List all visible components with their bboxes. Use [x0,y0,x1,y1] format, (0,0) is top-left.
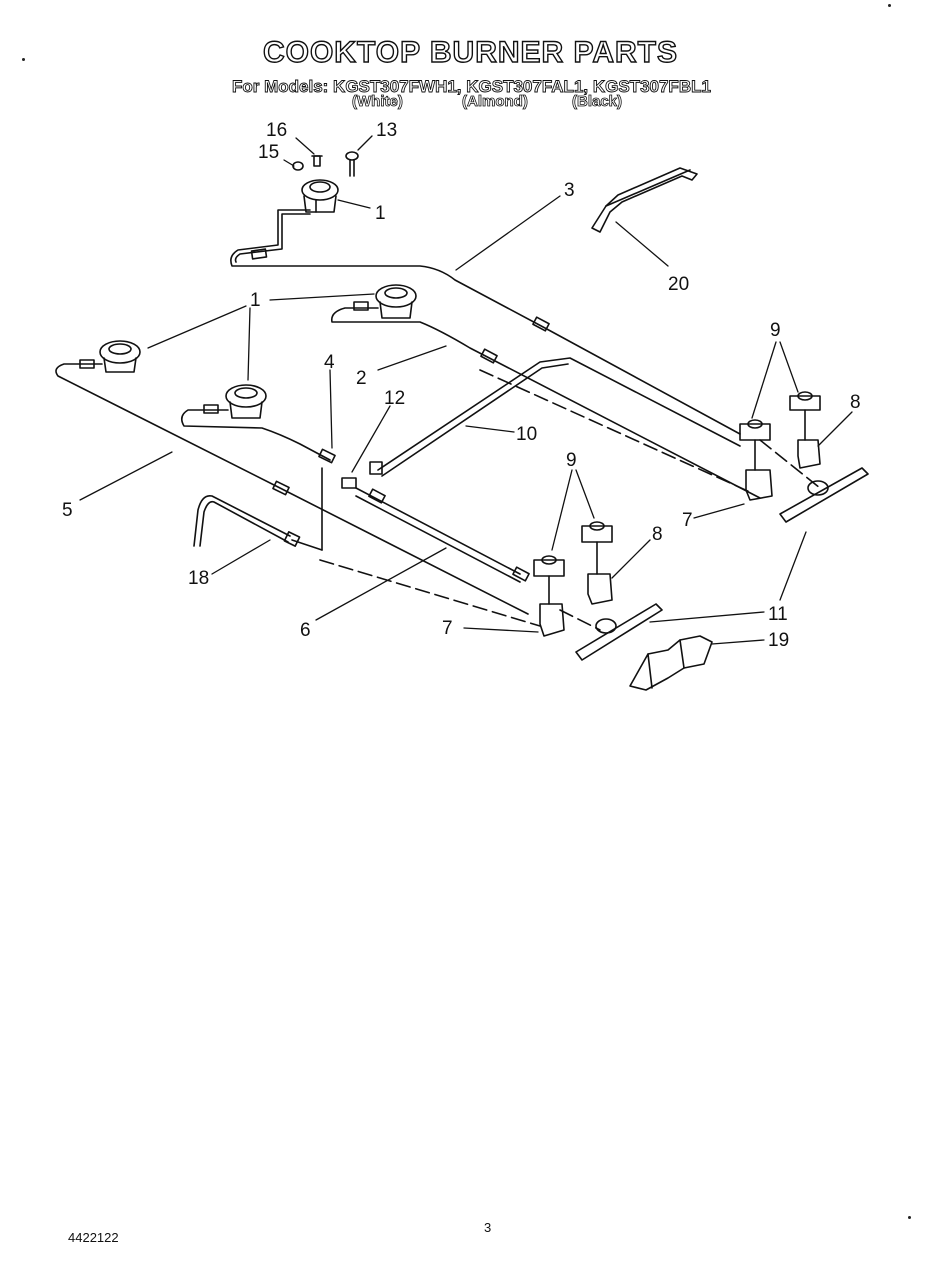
callout-3: 3 [564,180,575,201]
callout-11: 11 [768,604,788,625]
callout-12: 12 [384,388,405,409]
color-black: (Black) [572,93,623,111]
valve-right-front [789,391,821,469]
callout-15: 15 [258,142,279,163]
scan-speck [22,58,25,61]
valve-mid-rear [533,555,565,637]
gas-tube-2 [330,301,761,499]
valve-mid-front [581,521,613,605]
callout-1-cluster: 1 [250,290,261,311]
header: COOKTOP BURNER PARTS For Models: KGST307… [0,0,941,120]
gas-tube-4 [180,404,336,464]
knob-strip-mid [575,603,663,661]
callout-16: 16 [266,120,287,141]
page-number: 3 [484,1220,492,1235]
callout-18: 18 [188,568,209,589]
callout-7-right: 7 [682,510,693,531]
burner-rear [375,284,417,319]
callout-labels: 16 13 15 1 3 20 1 4 2 12 10 9 8 7 5 9 8 … [62,120,861,651]
scan-speck [888,4,891,7]
color-white: (White) [352,93,404,111]
gas-tube-3 [230,209,741,435]
callout-7-mid: 7 [442,618,453,639]
callout-4: 4 [324,352,335,373]
bracket-part-20 [591,167,698,233]
callout-8-mid: 8 [652,524,663,545]
burner-left [99,340,141,373]
gas-tube-6 [355,487,530,583]
callout-10: 10 [516,424,537,445]
callout-20: 20 [668,274,689,295]
shield-part-19 [629,635,713,691]
burner-center [225,384,267,419]
dashed-leaders [319,369,821,631]
callout-8-right: 8 [850,392,861,413]
callout-9-mid: 9 [566,450,577,471]
callout-9-right: 9 [770,320,781,341]
callout-19: 19 [768,630,789,651]
connector-part-12 [341,461,383,489]
gas-tube-5 [55,359,529,615]
models-line: For Models: KGST307FWH1, KGST307FAL1, KG… [232,77,712,97]
page-title: COOKTOP BURNER PARTS [262,35,679,69]
knob-strip-right [779,467,869,523]
burner-top [301,179,339,213]
document-code: 4422122 [68,1230,119,1245]
scan-speck [908,1216,911,1219]
flex-hose-18 [193,494,323,551]
screw-part-16 [311,155,323,167]
callout-1-top: 1 [375,203,386,224]
callout-13: 13 [376,120,397,141]
color-almond: (Almond) [462,93,529,111]
callout-2: 2 [356,368,367,389]
callout-6: 6 [300,620,311,641]
screw-part-13 [345,151,359,177]
callout-5: 5 [62,500,73,521]
gas-tube-10 [377,357,741,477]
callout-arrows [79,135,853,645]
valve-right-rear [739,419,773,501]
